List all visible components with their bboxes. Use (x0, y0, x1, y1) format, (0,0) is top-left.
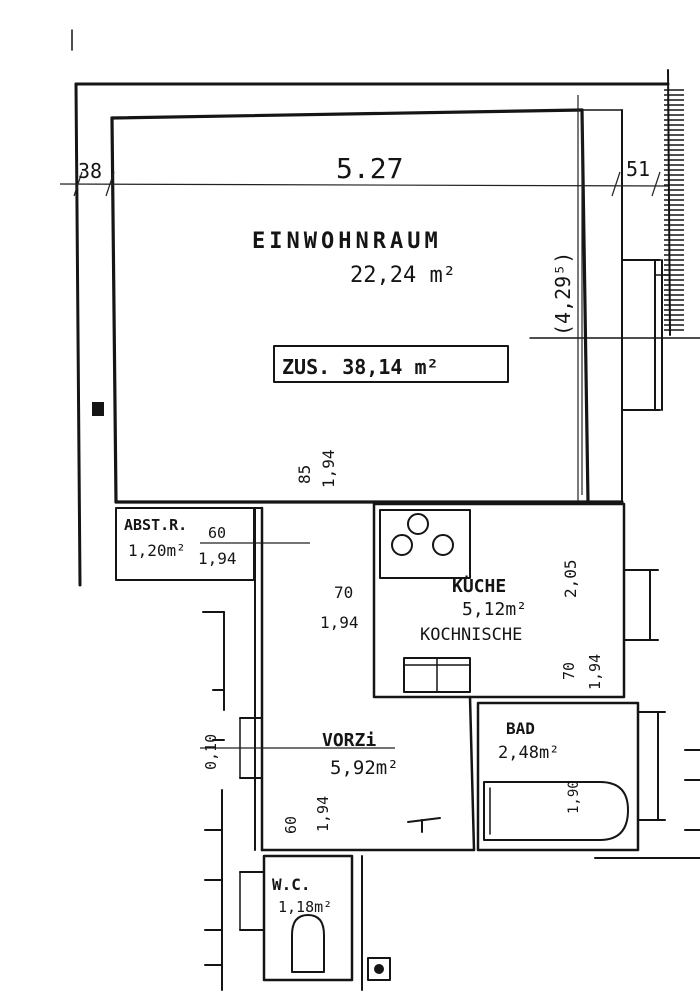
dim-door-bath-a: 70 (560, 662, 578, 680)
stove-burners-icon (391, 513, 454, 556)
total-area-label: ZUS. 38,14 m² (282, 355, 439, 379)
room-name-bath: BAD (506, 719, 535, 738)
room-name-kitchen: KÜCHE (452, 575, 506, 597)
room-name-wc: W.C. (272, 875, 311, 894)
dim-door-living-a: 85 (295, 465, 314, 484)
wc-walls (239, 854, 363, 991)
dim-top-main: 5.27 (336, 152, 403, 185)
left-wall-stubs (202, 611, 225, 991)
dim-bath-side: 1,90 (566, 780, 582, 814)
dim-hall-left: 0,10 (202, 734, 220, 770)
dim-living-depth: (4,29⁵) (551, 252, 575, 336)
dim-door-kitchen-b: 1,94 (320, 613, 359, 632)
dim-door-bath-b: 1,94 (586, 654, 604, 690)
living-room-walls (110, 108, 624, 504)
total-area-box (273, 345, 509, 383)
room-name-storage: ABST.R. (124, 516, 187, 534)
room-area-kitchen: 5,12m² (462, 599, 527, 620)
room-area-living: 22,24 m² (350, 263, 456, 288)
top-dimension-line (59, 95, 669, 502)
dim-door-wc-a: 60 (282, 816, 300, 834)
room-area-wc: 1,18m² (278, 898, 332, 916)
dim-kitchen-side: 2,05 (561, 559, 580, 598)
dim-door-wc-b: 1,94 (314, 796, 332, 832)
dim-door-living-b: 1,94 (319, 449, 338, 488)
room-area-storage: 1,20m² (128, 541, 186, 560)
chimney-icon (92, 402, 104, 416)
drain-icon (367, 957, 391, 981)
kitchen-walls (372, 502, 659, 699)
kitchen-note: KOCHNISCHE (420, 625, 522, 645)
room-area-bath: 2,48m² (498, 743, 559, 763)
room-name-living: EINWOHNRAUM (252, 229, 442, 254)
dim-top-right: 51 (626, 157, 650, 181)
room-name-hall: VORZi (322, 730, 376, 751)
living-window-bay (529, 259, 700, 411)
right-hatch-wall (664, 89, 684, 331)
dim-top-left: 38 (78, 159, 102, 183)
hall-walls (200, 506, 476, 852)
bathroom-walls (476, 701, 700, 859)
dim-storage-width: 1,94 (198, 549, 237, 568)
dim-door-kitchen-a: 70 (334, 583, 353, 602)
outer-wall (71, 29, 671, 587)
dim-storage-height: 60 (208, 524, 226, 542)
room-area-hall: 5,92m² (330, 757, 399, 779)
